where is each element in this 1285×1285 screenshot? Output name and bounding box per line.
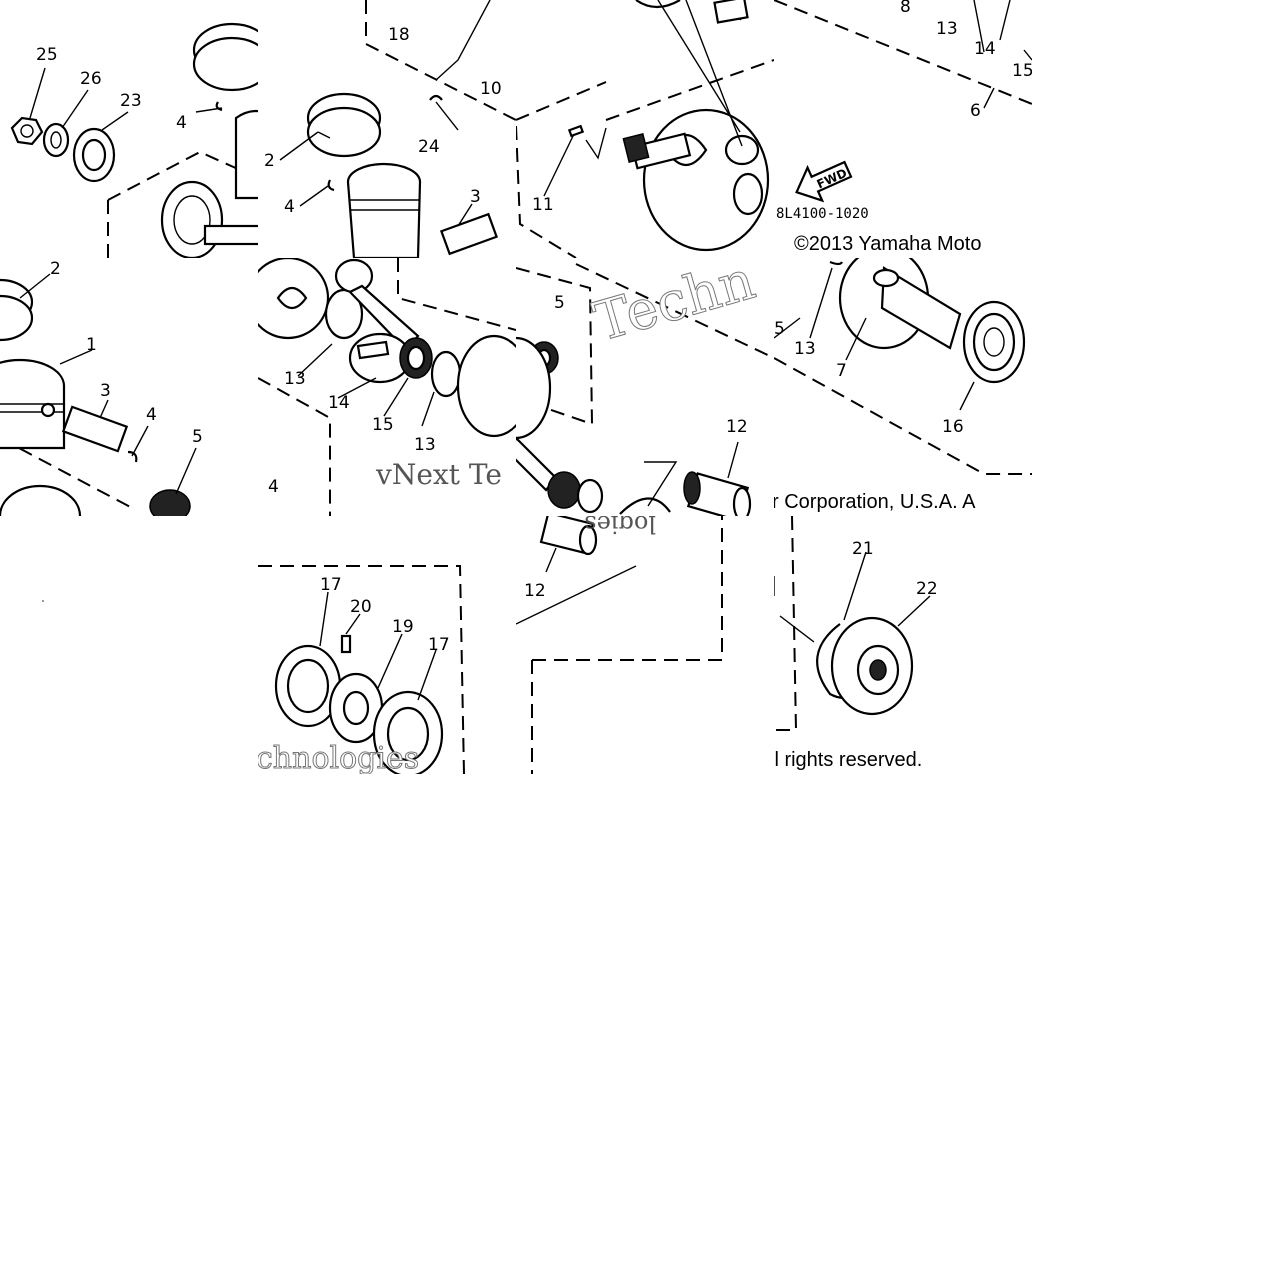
diagram-tile-seal-bottom: 21 22 ll rights reserved. — [774, 516, 1032, 774]
callout-2: 2 — [264, 151, 275, 171]
callout-26: 26 — [80, 69, 102, 89]
nut-part — [10, 116, 44, 146]
diagram-tile-crank-top: 11 — [516, 0, 774, 258]
callout-13: 13 — [936, 19, 958, 39]
callout-4: 4 — [284, 197, 295, 217]
copyright-line-1: ©2013 Yamaha Moto — [794, 233, 981, 255]
callout-21: 21 — [852, 539, 874, 559]
copyright-line-3: ll rights reserved. — [774, 749, 922, 771]
connecting-rod-part — [334, 258, 420, 384]
watermark-text: vNext Te — [375, 458, 502, 491]
diagram-tile-crank-right: 5 13 7 16 r Corporation, U.S.A. A — [774, 258, 1032, 516]
callout-15: 15 — [1012, 61, 1032, 81]
callout-16: 16 — [942, 417, 964, 437]
callout-13: 13 — [414, 435, 436, 455]
callout-3: 3 — [470, 187, 481, 207]
callout-17: 17 — [428, 635, 450, 655]
callout-13: 13 — [284, 369, 306, 389]
diagram-tile-piston-top-center: 18 10 24 3 2 4 — [258, 0, 516, 258]
callout-6: 6 — [970, 101, 981, 121]
callout-14: 14 — [974, 39, 996, 59]
diagram-tile-piston-top-left: 25 26 23 4 — [0, 0, 258, 258]
callout-15: 15 — [372, 415, 394, 435]
piston-rings-part — [192, 22, 258, 92]
washer-part — [42, 122, 70, 158]
callout-20: 20 — [350, 597, 372, 617]
small-bearing-part — [732, 172, 764, 216]
callout-5: 5 — [774, 319, 785, 339]
callout-2: 2 — [50, 259, 61, 279]
diagram-tile-bearings-bottom: 17 20 19 17 chnologies — [258, 516, 516, 774]
callout-17: 17 — [320, 575, 342, 595]
bearing-17-part — [274, 644, 342, 728]
needle-bearing-part — [399, 337, 433, 379]
callout-8: 8 — [900, 0, 911, 17]
bearing-17b-part — [372, 690, 444, 774]
part-code: 8L4100-1020 — [776, 206, 869, 222]
callout-24: 24 — [418, 137, 440, 157]
oil-seal-part — [72, 127, 116, 183]
callout-3: 3 — [100, 381, 111, 401]
diagram-tile-piston-mid-left: 2 1 3 4 5 — [0, 258, 258, 516]
callout-5: 5 — [192, 427, 203, 447]
watermark-text: chnologies — [258, 741, 419, 774]
needle-roller-bearing-part — [539, 516, 598, 556]
bearing-19-part — [328, 672, 384, 744]
piston-part — [346, 162, 422, 258]
callout-12: 12 — [524, 581, 546, 601]
piston-rings-part — [306, 92, 382, 158]
diagram-tile-crank-mid: 5 12 Techn — [516, 258, 774, 516]
callout-12: 12 — [726, 417, 748, 437]
callout-13: 13 — [794, 339, 816, 359]
callout-4: 4 — [176, 113, 187, 133]
callout-4: 4 — [268, 477, 279, 497]
callout-18: 18 — [388, 25, 410, 45]
stray-dot — [42, 600, 44, 602]
crank-bearing-part — [160, 180, 258, 258]
callout-19: 19 — [392, 617, 414, 637]
callout-22: 22 — [916, 579, 938, 599]
fwd-arrow-icon: FWD — [795, 160, 853, 203]
diagram-tile-top-right: FWD 8 13 14 15 6 8L4100-1020 ©2013 Yamah… — [774, 0, 1032, 258]
needle-roller-bearing-part — [683, 471, 752, 516]
diagram-tile-conrod: 13 14 15 13 vNext Te 4 — [258, 258, 516, 516]
copyright-line-2: r Corporation, U.S.A. A — [774, 491, 976, 513]
callout-4: 4 — [146, 405, 157, 425]
crank-bearing-16-part — [962, 300, 1026, 384]
diagram-tile-needle-bottom: 12 logies — [516, 516, 774, 774]
crank-web-part — [622, 108, 770, 252]
callout-14: 14 — [328, 393, 350, 413]
piston-part — [0, 358, 66, 450]
watermark-text: logies — [584, 516, 656, 538]
callout-1: 1 — [86, 335, 97, 355]
callout-10: 10 — [480, 79, 502, 99]
callout-23: 23 — [120, 91, 142, 111]
callout-5: 5 — [554, 293, 565, 313]
callout-7: 7 — [836, 361, 847, 381]
callout-25: 25 — [36, 45, 58, 65]
seal-cover-part — [830, 616, 914, 716]
callout-11: 11 — [532, 195, 554, 215]
